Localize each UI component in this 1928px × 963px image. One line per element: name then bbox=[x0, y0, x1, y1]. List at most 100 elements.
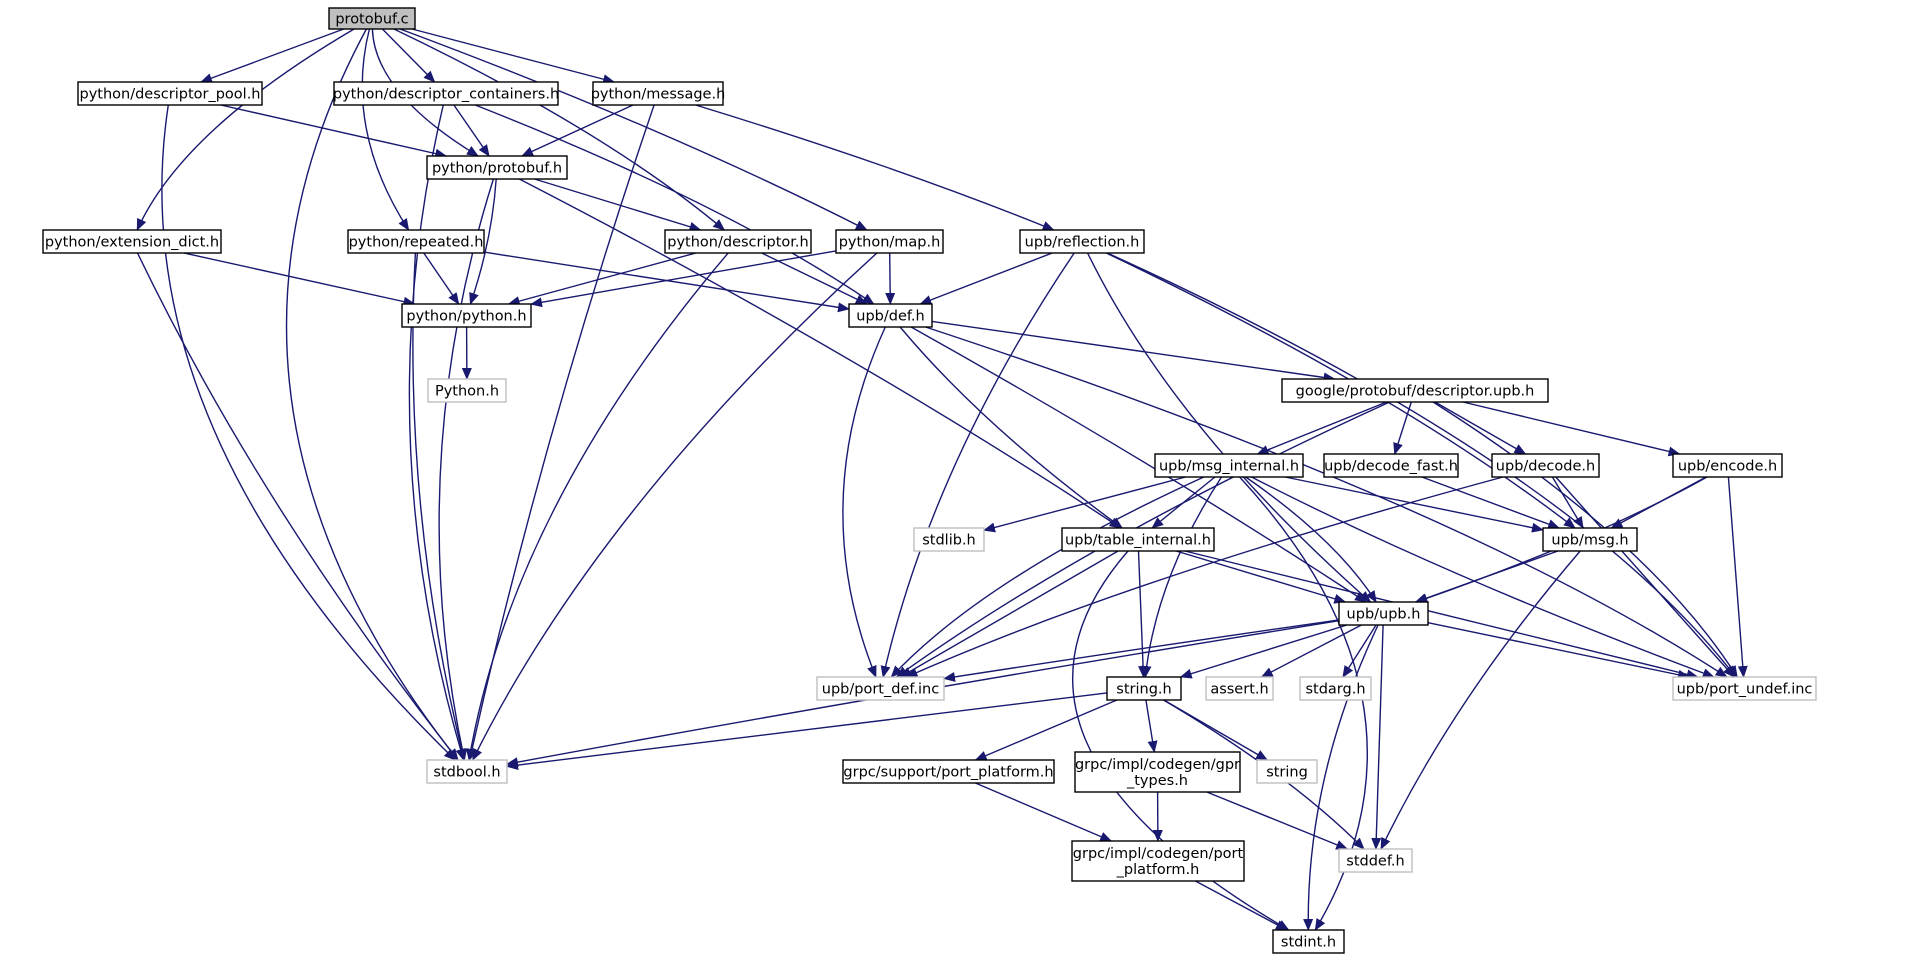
node-py-descriptor[interactable]: python/descriptor.h bbox=[664, 229, 812, 254]
node-label: string.h bbox=[1116, 682, 1171, 698]
node-decode[interactable]: upb/decode.h bbox=[1491, 453, 1600, 478]
node-msg-internal[interactable]: upb/msg_internal.h bbox=[1154, 453, 1304, 478]
node-repeated[interactable]: python/repeated.h bbox=[347, 229, 485, 254]
edge-upb_h-to-stddef_h bbox=[1371, 624, 1384, 850]
edge-reflection-to-port_def bbox=[880, 252, 1075, 678]
node-def-h[interactable]: upb/def.h bbox=[848, 303, 933, 328]
edge-repeated-to-py_python bbox=[423, 252, 460, 305]
edge-string_h-to-gpr_types bbox=[1145, 699, 1158, 753]
edge-descriptor_upb-to-decode bbox=[1434, 401, 1527, 455]
node-label: upb/table_internal.h bbox=[1065, 533, 1211, 549]
edge-grpc_port_platform_support-to-codegen_port_platform bbox=[975, 782, 1113, 842]
edge-protobuf_c-to-py_descriptor bbox=[393, 28, 726, 231]
node-box bbox=[1019, 229, 1145, 254]
node-grpc-port-platform-support[interactable]: grpc/support/port_platform.h bbox=[842, 759, 1055, 784]
node-stdarg-h[interactable]: stdarg.h bbox=[1299, 676, 1372, 701]
node-decode-fast[interactable]: upb/decode_fast.h bbox=[1323, 453, 1459, 478]
node-stdlib-h[interactable]: stdlib.h bbox=[913, 527, 985, 552]
edge-def_h-to-table_internal bbox=[899, 326, 1124, 529]
node-string-h[interactable]: string.h bbox=[1106, 676, 1182, 701]
node-box bbox=[1338, 601, 1429, 626]
edge-descriptor_upb-to-decode_fast bbox=[1393, 401, 1412, 455]
edge-decode-to-port_undef bbox=[1555, 476, 1735, 678]
edge-msg_internal-to-stdlib_h bbox=[983, 476, 1186, 533]
node-label: upb/encode.h bbox=[1678, 459, 1777, 475]
node-box bbox=[347, 229, 485, 254]
node-table-internal[interactable]: upb/table_internal.h bbox=[1061, 527, 1215, 552]
edge-reflection-to-def_h bbox=[919, 252, 1053, 305]
node-box bbox=[816, 676, 945, 701]
edge-repeated-to-def_h bbox=[483, 251, 850, 313]
node-box bbox=[1672, 453, 1783, 478]
edge-msg_h-to-upb_h bbox=[1414, 550, 1559, 603]
node-box bbox=[1071, 840, 1245, 882]
edge-reflection-to-upb_h bbox=[1086, 252, 1372, 603]
node-port-undef[interactable]: upb/port_undef.inc bbox=[1672, 676, 1817, 701]
node-box bbox=[427, 378, 507, 403]
node-box bbox=[426, 155, 568, 180]
node-box bbox=[848, 303, 933, 328]
node-message[interactable]: python/message.h bbox=[591, 81, 726, 106]
node-label: stdarg.h bbox=[1305, 682, 1365, 698]
node-box bbox=[1281, 378, 1549, 403]
edge-py_map-to-stdbool_h bbox=[472, 252, 878, 761]
node-Python-h[interactable]: Python.h bbox=[427, 378, 507, 403]
node-box bbox=[1323, 453, 1459, 478]
node-py-map[interactable]: python/map.h bbox=[835, 229, 944, 254]
node-py-protobuf[interactable]: python/protobuf.h bbox=[426, 155, 568, 180]
node-box bbox=[1672, 676, 1817, 701]
node-descriptor-containers[interactable]: python/descriptor_containers.h bbox=[333, 81, 559, 106]
node-descriptor-upb[interactable]: google/protobuf/descriptor.upb.h bbox=[1281, 378, 1549, 403]
node-extension-dict[interactable]: python/extension_dict.h bbox=[42, 229, 222, 254]
node-encode[interactable]: upb/encode.h bbox=[1672, 453, 1783, 478]
edge-extension_dict-to-stdbool_h bbox=[136, 252, 459, 761]
edge-gpr_types-to-stddef_h bbox=[1206, 791, 1349, 850]
node-box bbox=[1061, 527, 1215, 552]
edges-layer bbox=[136, 28, 1748, 931]
edge-py_map-to-py_python bbox=[530, 250, 837, 308]
node-label: grpc/impl/codegen/gpr_types.h bbox=[1075, 757, 1240, 789]
edge-decode-to-msg_h bbox=[1551, 476, 1584, 529]
node-label: upb/port_undef.inc bbox=[1677, 682, 1813, 698]
edge-msg_internal-to-port_def bbox=[890, 476, 1205, 678]
node-descriptor-pool[interactable]: python/descriptor_pool.h bbox=[77, 81, 263, 106]
edge-protobuf_c-to-repeated bbox=[361, 28, 410, 231]
edge-upb_h-to-port_def bbox=[943, 619, 1340, 682]
edge-table_internal-to-upb_h bbox=[1175, 550, 1347, 604]
edge-decode_fast-to-msg_h bbox=[1421, 476, 1561, 529]
edge-decode-to-port_def bbox=[905, 476, 1504, 678]
node-label: stdlib.h bbox=[922, 533, 976, 549]
node-stddef-h[interactable]: stddef.h bbox=[1338, 848, 1413, 873]
edge-descriptor_containers-to-def_h bbox=[474, 104, 875, 305]
node-box bbox=[1338, 848, 1413, 873]
node-port-def[interactable]: upb/port_def.inc bbox=[816, 676, 945, 701]
edge-protobuf_c-to-descriptor_containers bbox=[381, 28, 436, 83]
edge-message-to-py_protobuf bbox=[521, 104, 634, 157]
node-label: string bbox=[1266, 765, 1308, 781]
edge-descriptor_upb-to-encode bbox=[1462, 401, 1681, 457]
edge-table_internal-to-string_h bbox=[1137, 550, 1149, 678]
node-assert-h[interactable]: assert.h bbox=[1205, 676, 1274, 701]
node-upb-h[interactable]: upb/upb.h bbox=[1338, 601, 1429, 626]
edge-py_descriptor-to-def_h bbox=[761, 252, 868, 305]
node-gpr-types[interactable]: grpc/impl/codegen/gpr_types.h bbox=[1074, 751, 1241, 793]
node-py-python[interactable]: python/python.h bbox=[401, 303, 532, 328]
node-stdbool-h[interactable]: stdbool.h bbox=[426, 759, 508, 784]
node-codegen-port-platform[interactable]: grpc/impl/codegen/port_platform.h bbox=[1071, 840, 1245, 882]
edge-py_protobuf-to-py_python bbox=[469, 178, 497, 305]
node-stdint-h[interactable]: stdint.h bbox=[1272, 929, 1345, 954]
node-box bbox=[842, 759, 1055, 784]
node-label: upb/msg.h bbox=[1551, 533, 1628, 549]
edge-def_h-to-descriptor_upb bbox=[931, 320, 1336, 383]
edge-descriptor_pool-to-stdbool_h bbox=[161, 104, 456, 761]
node-reflection[interactable]: upb/reflection.h bbox=[1019, 229, 1145, 254]
node-label: upb/decode_fast.h bbox=[1324, 459, 1458, 475]
node-protobuf-c[interactable]: protobuf.c bbox=[328, 7, 416, 30]
node-label: assert.h bbox=[1210, 682, 1268, 698]
node-label: python/repeated.h bbox=[349, 235, 484, 251]
edge-upb_h-to-stdint_h bbox=[1303, 624, 1379, 931]
node-msg-h[interactable]: upb/msg.h bbox=[1542, 527, 1638, 552]
node-string-ext[interactable]: string bbox=[1256, 759, 1318, 784]
